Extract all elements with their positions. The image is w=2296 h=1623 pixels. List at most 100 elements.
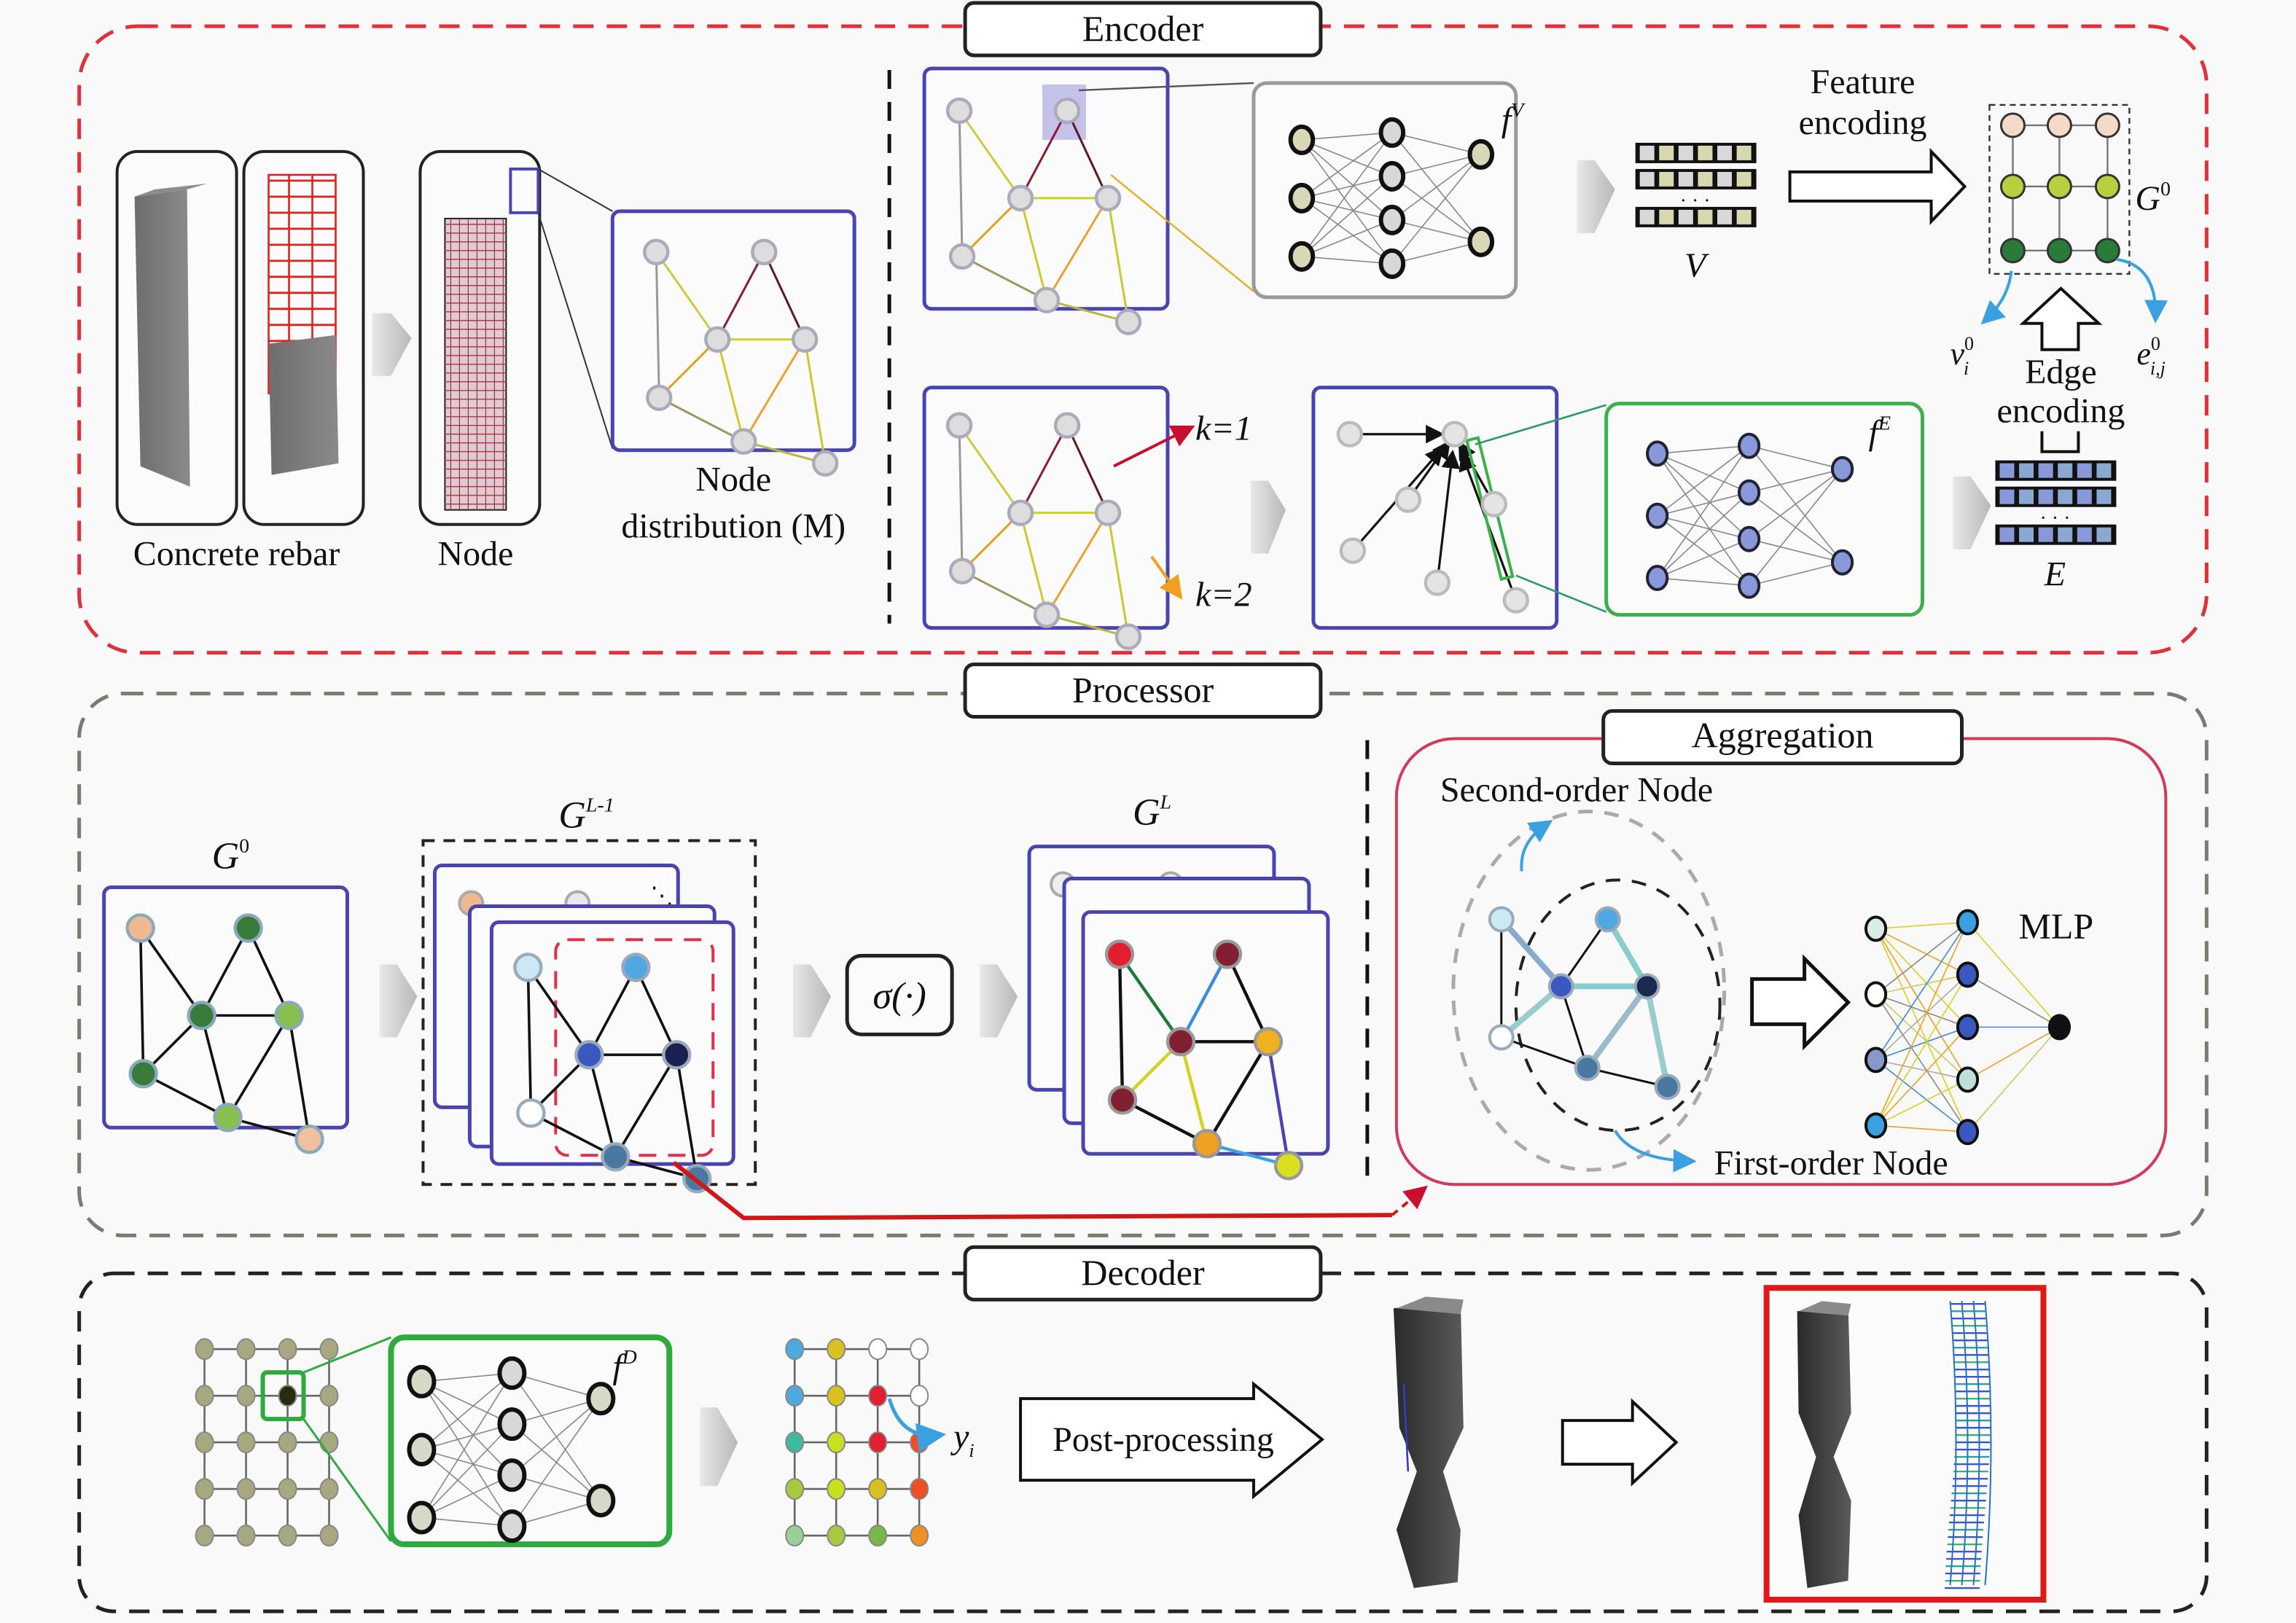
grid-node — [2094, 112, 2120, 138]
chevron-arrow-icon — [1577, 160, 1615, 233]
nn-connection — [1391, 241, 1481, 265]
nn-neuron — [1956, 909, 1980, 936]
grid-node — [2046, 238, 2072, 264]
mlp-network — [1864, 909, 2072, 1146]
edge-star-graph — [1336, 421, 1529, 614]
nn-connection — [1657, 445, 1750, 579]
graph-node — [1394, 486, 1422, 513]
graph-edge — [655, 251, 719, 340]
result-arrow-icon — [1561, 1398, 1679, 1487]
mlp-label: MLP — [2018, 905, 2093, 946]
grid-node — [2094, 173, 2120, 200]
graph-edge — [1066, 110, 1109, 199]
graph-edge — [1587, 1066, 1668, 1088]
sigma-label: σ(·) — [873, 975, 926, 1017]
graph-edge — [961, 570, 1047, 616]
rebar-bar — [1961, 1301, 1969, 1586]
graph-edge — [655, 251, 660, 398]
graph-node — [1273, 1151, 1304, 1181]
graph-node — [792, 326, 819, 353]
matrix-cell — [2096, 489, 2112, 504]
nn-neuron — [1864, 1112, 1888, 1139]
graph-edge — [961, 255, 1047, 302]
nn-connection — [1301, 132, 1393, 199]
nn-connection — [1391, 154, 1482, 221]
nn-connection — [1875, 1059, 1968, 1133]
graph-node — [812, 450, 839, 477]
node-distribution-label-2: distribution (M) — [621, 507, 846, 546]
encoder-title: Encoder — [1082, 8, 1204, 49]
matrix-cell — [1678, 209, 1693, 224]
graph-edge — [958, 424, 1022, 514]
graph-node — [662, 1040, 692, 1070]
nn-connection — [1301, 219, 1393, 257]
decoder-output-grid — [785, 1338, 929, 1547]
matrix-cell — [1698, 145, 1713, 160]
v-label: V — [1684, 246, 1709, 285]
graph-edge — [1179, 953, 1229, 1043]
graph-node — [1480, 490, 1507, 517]
edge-encoding-label-2: encoding — [1997, 392, 2125, 431]
eij0-pointer-arrow — [2116, 257, 2168, 324]
graph-node — [1107, 1085, 1138, 1115]
matrix-cell — [1736, 145, 1752, 160]
nn-connection — [1875, 993, 1969, 1080]
graph-edge — [587, 1054, 617, 1157]
graph-edge — [1122, 1098, 1208, 1146]
graph-node — [1165, 1027, 1196, 1057]
graph-node — [704, 326, 731, 353]
graph-edge — [1501, 1036, 1588, 1069]
graph-edge — [716, 251, 765, 340]
matrix-cell — [1639, 145, 1655, 160]
damaged-concrete-result-icon — [1797, 1301, 1851, 1589]
graph-node — [730, 428, 757, 455]
sigma-activation-box — [845, 953, 954, 1036]
matrix-cell — [1736, 209, 1752, 224]
nn-connection — [421, 1449, 512, 1527]
zoom-selection-box — [509, 167, 540, 214]
nn-connection — [1875, 993, 1968, 1028]
nn-connection — [421, 1517, 512, 1527]
nn-neuron — [497, 1458, 527, 1493]
gl1-label: GL-1 — [558, 794, 614, 837]
graph-node — [646, 384, 673, 411]
matrix-cell — [1999, 489, 2015, 504]
second-order-ring — [1451, 810, 1727, 1172]
chevron-arrow-icon — [700, 1407, 738, 1487]
nn-connection — [1657, 453, 1750, 587]
nn-neuron — [1378, 248, 1406, 279]
node-label: Node — [437, 535, 513, 574]
graph-node — [1502, 587, 1529, 614]
graph-node — [1104, 939, 1135, 969]
fv-neural-network — [1288, 117, 1495, 279]
nn-neuron — [1646, 502, 1669, 529]
graph-edge — [246, 927, 291, 1017]
nn-connection — [1301, 132, 1393, 257]
fe-neural-network — [1646, 432, 1854, 599]
e-feature-matrix: · · · — [1995, 460, 2117, 545]
grid-node — [2046, 173, 2072, 200]
decoder-section: Decoder fD yi Post-processing — [77, 1245, 2209, 1614]
nn-connection — [1875, 921, 1968, 930]
matrix-cell — [2058, 489, 2073, 504]
aggregation-focus-box — [554, 938, 715, 1157]
nn-connection — [512, 1372, 601, 1399]
matrix-cell — [2077, 489, 2092, 504]
nn-connection — [1875, 1026, 1968, 1061]
graph-node — [643, 238, 670, 266]
grid-node — [868, 1431, 888, 1454]
grid-node — [1999, 112, 2026, 138]
nn-connection — [1301, 139, 1393, 177]
chevron-arrow-icon — [980, 964, 1018, 1038]
nn-neuron — [1864, 1047, 1888, 1073]
graph-node — [948, 243, 976, 270]
nn-connection — [1875, 1026, 1969, 1126]
matrix-cell — [2096, 527, 2112, 542]
aggregation-graph — [1488, 906, 1681, 1100]
yi-label: yi — [950, 1417, 975, 1461]
aggregation-title-box — [1601, 709, 1964, 766]
feature-encoding-label-2: encoding — [1799, 103, 1927, 142]
graph-node — [1192, 1129, 1222, 1159]
nn-connection — [1657, 577, 1749, 587]
chevron-arrow-icon — [793, 964, 832, 1038]
